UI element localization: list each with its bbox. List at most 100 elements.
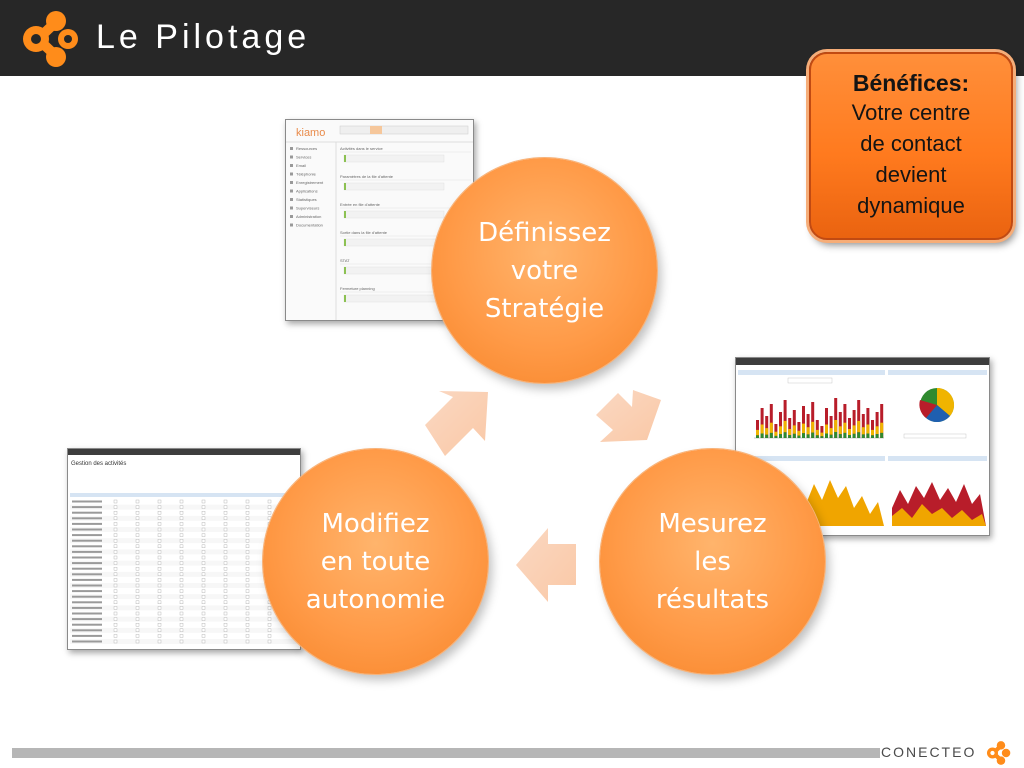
- activity-checkbox: [245, 516, 250, 521]
- activity-checkbox: [135, 561, 140, 565]
- activity-checkbox: [179, 527, 184, 532]
- config-nav-item: Superviseurs: [296, 206, 319, 211]
- activity-checkbox: [245, 511, 250, 515]
- activity-checkbox: [157, 538, 162, 543]
- activity-checkbox: [157, 533, 162, 537]
- activity-checkbox: [179, 544, 184, 549]
- activity-checkbox: [113, 600, 118, 605]
- config-section-title: Sortie dans la file d'attente: [340, 230, 388, 235]
- activity-row-label: [72, 562, 102, 565]
- activity-checkbox: [201, 561, 206, 565]
- activity-row: [70, 504, 298, 510]
- config-rule-marker: [344, 295, 346, 302]
- activity-checkbox: [179, 583, 184, 588]
- activity-checkbox: [267, 628, 272, 633]
- stat-bar-segment: [829, 434, 833, 438]
- activity-checkbox: [157, 561, 162, 565]
- activity-checkbox: [245, 617, 250, 621]
- activity-checkbox: [113, 555, 118, 560]
- activity-checkbox: [267, 611, 272, 616]
- activity-row: [70, 633, 298, 639]
- activity-checkbox: [135, 544, 140, 549]
- stat-bar-segment: [769, 432, 773, 438]
- config-rule-marker: [344, 183, 346, 190]
- activity-checkbox: [179, 634, 184, 638]
- activity-row: [70, 616, 298, 622]
- stat-bar-segment: [838, 434, 842, 438]
- activity-checkbox: [201, 628, 206, 633]
- stat-bar: [875, 412, 879, 438]
- activity-checkbox: [223, 527, 228, 532]
- activity-checkbox: [113, 594, 118, 599]
- activity-row: [70, 577, 298, 583]
- activity-row: [70, 555, 298, 560]
- activity-checkbox: [245, 538, 250, 543]
- activity-checkbox: [113, 628, 118, 633]
- activity-row: [70, 594, 298, 600]
- activity-checkbox: [223, 589, 228, 593]
- benefits-title: Bénéfices:: [852, 70, 970, 96]
- config-nav-item: Email: [296, 163, 306, 168]
- activity-checkbox: [135, 606, 140, 610]
- activity-checkbox: [223, 622, 228, 627]
- activity-checkbox: [113, 516, 118, 521]
- activity-row-label: [72, 539, 102, 542]
- activity-checkbox: [223, 511, 228, 515]
- activity-checkbox: [157, 522, 162, 526]
- activity-checkbox: [135, 516, 140, 521]
- activity-checkbox: [179, 550, 184, 554]
- activity-row-label: [72, 550, 102, 553]
- activity-row: [70, 527, 298, 532]
- activity-row-label: [72, 629, 102, 632]
- stat-bar: [852, 410, 856, 438]
- stat-bar-segment: [848, 429, 851, 435]
- activity-checkbox: [267, 499, 272, 504]
- benefits-line: de contact: [860, 131, 962, 156]
- activity-checkbox: [113, 527, 118, 532]
- activity-row: [70, 571, 298, 577]
- stat-bar: [769, 404, 773, 438]
- activity-checkbox: [245, 544, 250, 549]
- activity-checkbox: [113, 544, 118, 549]
- activity-row: [70, 549, 298, 555]
- stat-bar: [880, 404, 884, 438]
- activity-checkbox: [135, 594, 140, 599]
- activity-checkbox: [113, 538, 118, 543]
- arrow-down-icon: [596, 390, 661, 442]
- stat-bar: [783, 400, 787, 438]
- stat-bar: [843, 404, 847, 438]
- activity-checkbox: [135, 622, 140, 627]
- activity-checkbox: [157, 611, 162, 616]
- activity-row: [70, 515, 298, 521]
- activity-checkbox: [135, 527, 140, 532]
- activity-checkbox: [223, 550, 228, 554]
- activity-checkbox: [135, 639, 140, 644]
- activity-checkbox: [245, 561, 250, 565]
- stat-bar-segment: [880, 422, 884, 433]
- activity-checkbox: [245, 583, 250, 588]
- activity-checkbox: [113, 617, 118, 621]
- activity-checkbox: [179, 606, 184, 610]
- activity-checkbox: [135, 522, 140, 526]
- activity-checkbox: [113, 505, 118, 509]
- strategy-line: Stratégie: [484, 293, 605, 324]
- activity-row: [70, 510, 298, 516]
- activity-checkbox: [179, 499, 184, 504]
- stat-bar-segment: [866, 424, 870, 434]
- activity-checkbox: [223, 544, 228, 549]
- activity-checkbox: [113, 566, 118, 571]
- stat-bar: [792, 410, 796, 438]
- activity-checkbox: [179, 516, 184, 521]
- stat-bar: [765, 416, 769, 438]
- activity-checkbox: [113, 499, 118, 504]
- stat-bar-segment: [834, 420, 838, 432]
- activity-checkbox: [135, 566, 140, 571]
- activity-checkbox: [245, 622, 250, 627]
- activity-checkbox: [113, 606, 118, 610]
- activity-checkbox: [201, 533, 206, 537]
- header-bar: Le Pilotage: [0, 0, 1024, 76]
- activity-checkbox: [179, 566, 184, 571]
- nav-icon: [290, 164, 293, 167]
- activity-row: [70, 521, 298, 527]
- activity-checkbox: [201, 522, 206, 526]
